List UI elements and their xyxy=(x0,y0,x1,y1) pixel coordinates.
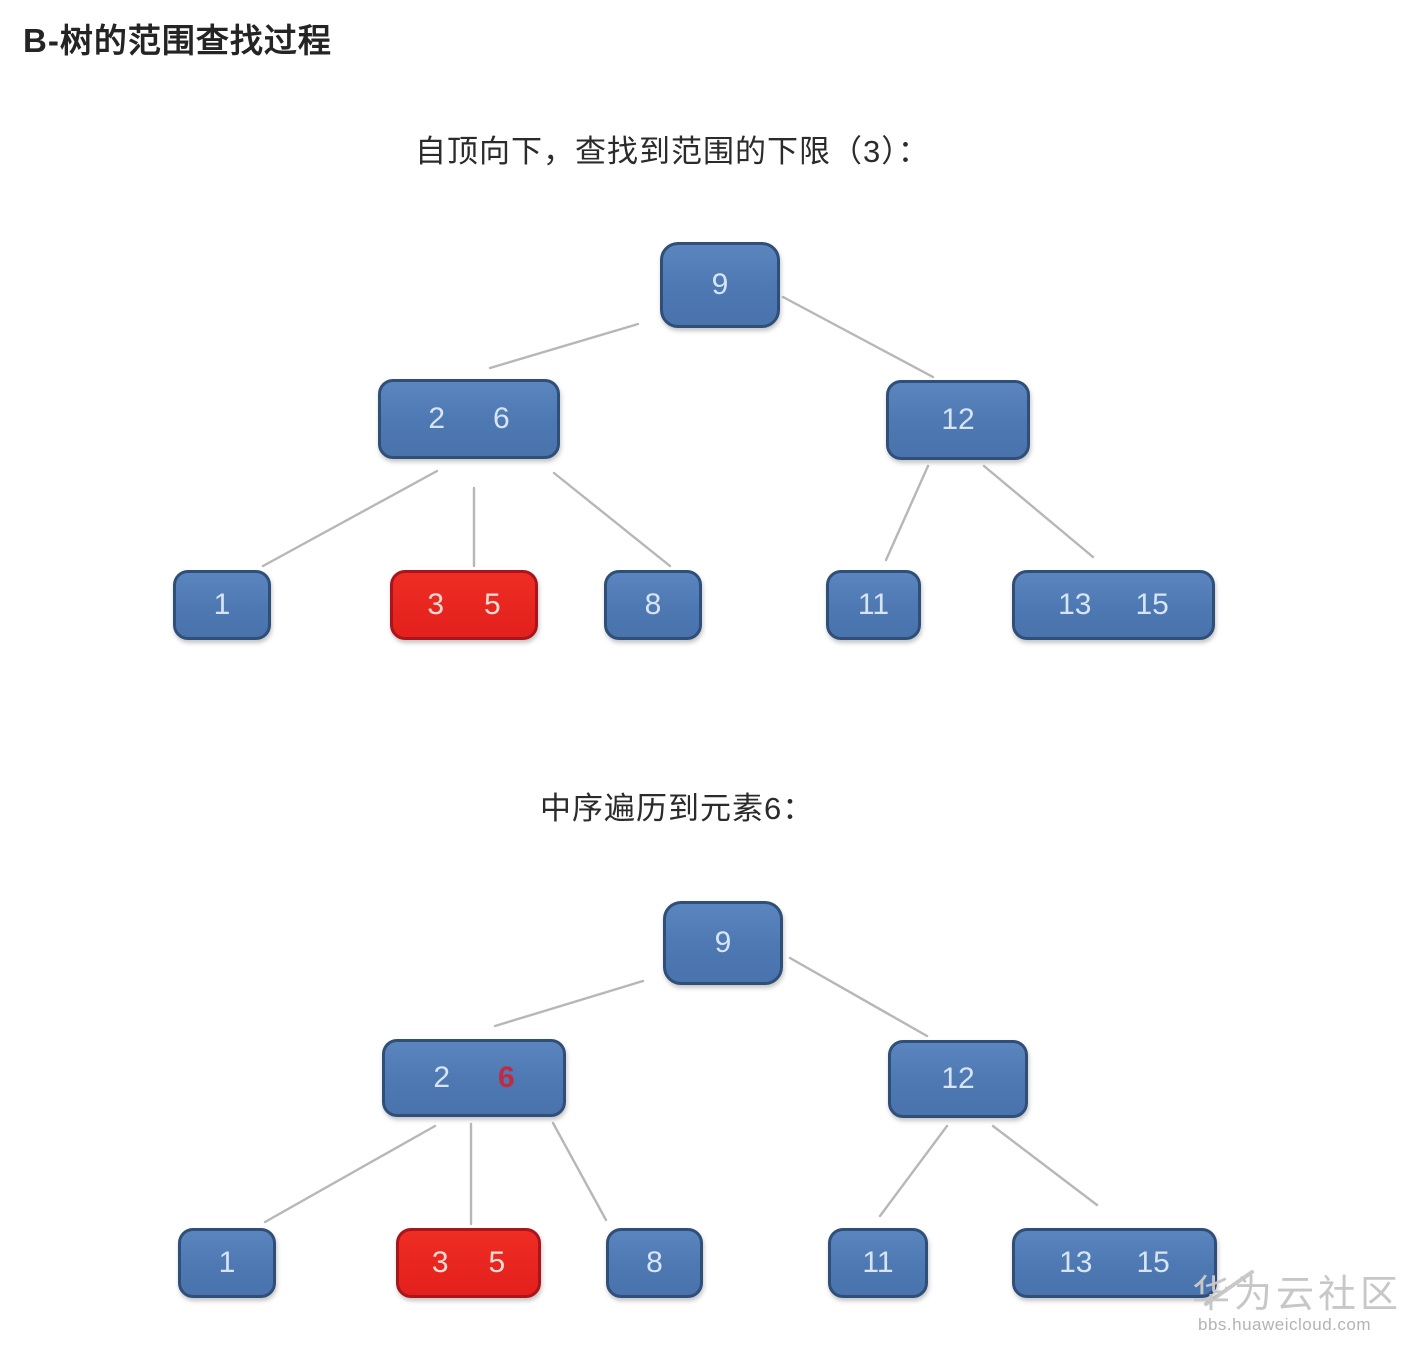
node-key: 8 xyxy=(644,588,662,621)
node-key: 3 xyxy=(427,588,444,621)
tree1-root-node: 9 xyxy=(660,242,780,328)
tree1-leaf-13-15: 13 15 xyxy=(1012,570,1215,640)
page-title: B-树的范围查找过程 xyxy=(23,22,332,59)
tree2-leaf-11: 11 xyxy=(828,1228,928,1298)
node-key: 11 xyxy=(857,588,890,621)
tree2-leaf-8: 8 xyxy=(606,1228,703,1298)
node-key: 5 xyxy=(484,588,501,621)
tree1-node-2-6: 2 6 xyxy=(378,379,560,459)
tree1-edge-left-leaf3 xyxy=(552,471,672,568)
node-key: 13 xyxy=(1058,588,1092,621)
node-key: 2 xyxy=(433,1061,450,1094)
tree1-edge-root-right xyxy=(781,295,935,379)
figure2-caption: 中序遍历到元素6： xyxy=(540,791,815,826)
node-key: 12 xyxy=(941,1062,975,1095)
watermark-text: 华为云社区 xyxy=(1192,1274,1403,1316)
tree2-edge-left-leaf1 xyxy=(263,1124,437,1224)
tree1-leaf-1: 1 xyxy=(173,570,271,640)
tree1-node-12: 12 xyxy=(886,380,1030,460)
tree1-edge-right-leaf5 xyxy=(982,464,1095,559)
tree2-node-12: 12 xyxy=(888,1040,1028,1118)
tree1-edge-left-leaf1 xyxy=(261,469,439,568)
node-key: 1 xyxy=(218,1246,236,1279)
node-key: 9 xyxy=(714,926,732,959)
tree1-leaf-3-5-highlighted: 3 5 xyxy=(390,570,538,640)
node-key: 13 xyxy=(1059,1246,1093,1279)
tree2-leaf-1: 1 xyxy=(178,1228,276,1298)
node-key: 1 xyxy=(213,588,231,621)
tree2-edge-right-leaf5 xyxy=(991,1124,1099,1207)
node-key: 6 xyxy=(493,402,510,435)
node-key: 5 xyxy=(488,1246,506,1279)
node-key: 15 xyxy=(1136,1246,1170,1279)
tree2-edge-left-leaf3 xyxy=(551,1121,608,1222)
tree2-node-2-6: 2 6 xyxy=(382,1039,566,1117)
node-key: 8 xyxy=(646,1246,663,1279)
tree1-edge-root-left xyxy=(488,322,640,370)
tree1-edge-right-leaf4 xyxy=(884,464,930,562)
tree1-leaf-8: 8 xyxy=(604,570,702,640)
tree2-edge-right-leaf4 xyxy=(878,1124,949,1218)
node-key-highlighted-6: 6 xyxy=(498,1061,515,1094)
watermark-url: bbs.huaweicloud.com xyxy=(1198,1315,1371,1334)
node-key: 9 xyxy=(711,268,729,301)
tree2-leaf-3-5-highlighted: 3 5 xyxy=(396,1228,541,1298)
figure1-caption: 自顶向下，查找到范围的下限（3）： xyxy=(415,134,930,169)
tree2-leaf-13-15: 13 15 xyxy=(1012,1228,1217,1298)
tree2-edge-root-right xyxy=(788,956,929,1038)
node-key: 12 xyxy=(941,403,975,436)
node-key: 11 xyxy=(862,1246,894,1279)
tree2-edge-root-left xyxy=(493,979,645,1028)
tree1-leaf-11: 11 xyxy=(826,570,921,640)
node-key: 2 xyxy=(428,402,445,435)
tree2-root-node: 9 xyxy=(663,901,783,985)
node-key: 3 xyxy=(431,1246,449,1279)
node-key: 15 xyxy=(1135,588,1169,621)
